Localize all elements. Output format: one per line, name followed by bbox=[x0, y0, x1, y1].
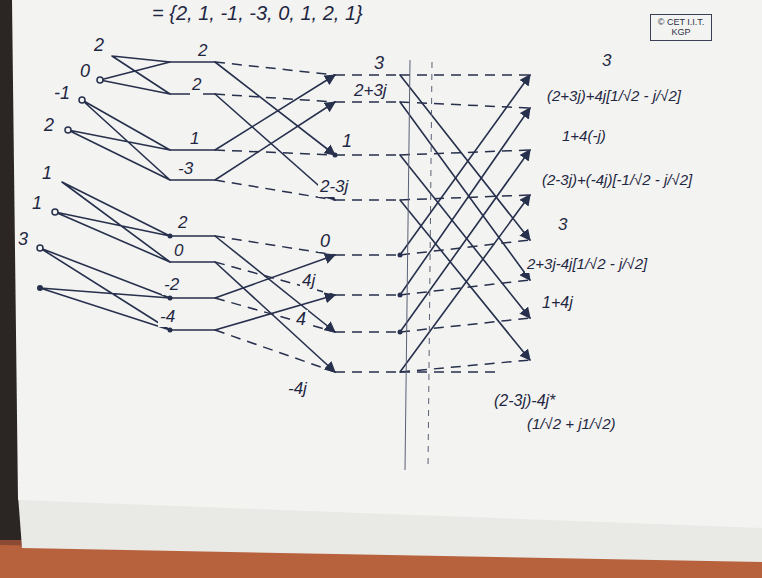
value-label: 3 bbox=[372, 54, 386, 74]
value-label: 1 bbox=[188, 130, 201, 149]
value-label: -3 bbox=[176, 160, 195, 179]
value-label: 1+4j bbox=[540, 294, 575, 312]
value-label: 3 bbox=[556, 216, 569, 235]
value-label: 2+3j-4j[1/√2 - j/√2] bbox=[525, 256, 649, 273]
value-label: 4j bbox=[300, 272, 317, 291]
value-label: 2-3j bbox=[318, 178, 350, 197]
value-label: 2 bbox=[42, 116, 56, 136]
value-label: 1 bbox=[40, 164, 54, 184]
value-label: 0 bbox=[318, 232, 332, 252]
value-label: (2-3j)+(-4j)[-1/√2 - j/√2] bbox=[540, 172, 694, 189]
value-label: 2 bbox=[176, 214, 189, 233]
value-label: (2-3j)-4j* bbox=[492, 392, 557, 410]
sequence-title: = {2, 1, -1, -3, 0, 1, 2, 1} bbox=[150, 2, 365, 24]
value-label: 2 bbox=[196, 42, 209, 61]
value-label: -4j bbox=[286, 380, 309, 399]
value-label: (1/√2 + j1/√2) bbox=[525, 416, 618, 433]
value-label: 2+3j bbox=[352, 82, 389, 101]
value-label: 2 bbox=[92, 36, 106, 56]
value-label: 1+4(-j) bbox=[560, 128, 608, 145]
value-label: (2+3j)+4j[1/√2 - j/√2] bbox=[545, 88, 683, 105]
value-label: 3 bbox=[16, 230, 30, 250]
value-label: 1 bbox=[340, 132, 354, 152]
value-label: -1 bbox=[52, 84, 72, 104]
value-label: 0 bbox=[78, 62, 92, 82]
value-label: 4 bbox=[294, 310, 308, 330]
value-label: 0 bbox=[172, 242, 185, 261]
value-label: 3 bbox=[600, 52, 613, 71]
value-label: 2 bbox=[190, 76, 203, 95]
value-label: -2 bbox=[162, 276, 181, 295]
value-label: 1 bbox=[30, 194, 44, 214]
value-label: -4 bbox=[158, 308, 177, 327]
copyright-stamp: © CET I.I.T. KGP bbox=[650, 14, 712, 41]
stamp-text: © CET I.I.T. KGP bbox=[655, 17, 707, 38]
